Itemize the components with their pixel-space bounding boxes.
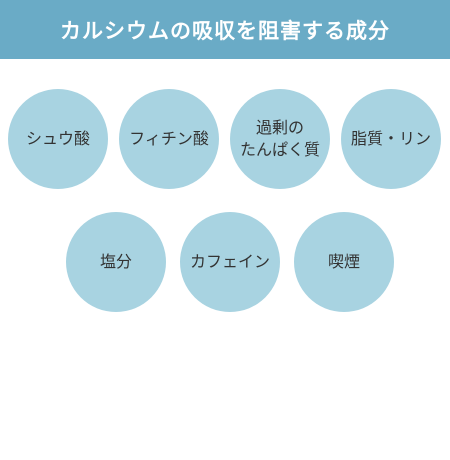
item-label: フィチン酸 bbox=[129, 129, 209, 148]
page-title: カルシウムの吸収を阻害する成分 bbox=[60, 18, 390, 43]
item-label: シュウ酸 bbox=[25, 129, 90, 148]
item-label: 過剰の たんぱく質 bbox=[240, 117, 320, 161]
item-circle-smoking: 喫煙 bbox=[294, 212, 394, 312]
item-circle-salt: 塩分 bbox=[66, 212, 166, 312]
item-circle-phytic-acid: フィチン酸 bbox=[119, 89, 219, 189]
item-label: 喫煙 bbox=[327, 252, 360, 271]
item-circle-caffeine: カフェイン bbox=[180, 212, 280, 312]
item-label: 塩分 bbox=[99, 252, 132, 271]
item-label: 脂質・リン bbox=[350, 129, 431, 148]
header-banner: カルシウムの吸収を阻害する成分 bbox=[0, 0, 450, 59]
item-circle-lipid-phosphorus: 脂質・リン bbox=[341, 89, 441, 189]
item-label-line1: 過剰の bbox=[255, 118, 304, 137]
item-label-line2: たんぱく質 bbox=[239, 140, 320, 159]
item-circle-excess-protein: 過剰の たんぱく質 bbox=[230, 89, 330, 189]
item-label: カフェイン bbox=[189, 252, 270, 271]
item-circle-oxalic-acid: シュウ酸 bbox=[8, 89, 108, 189]
